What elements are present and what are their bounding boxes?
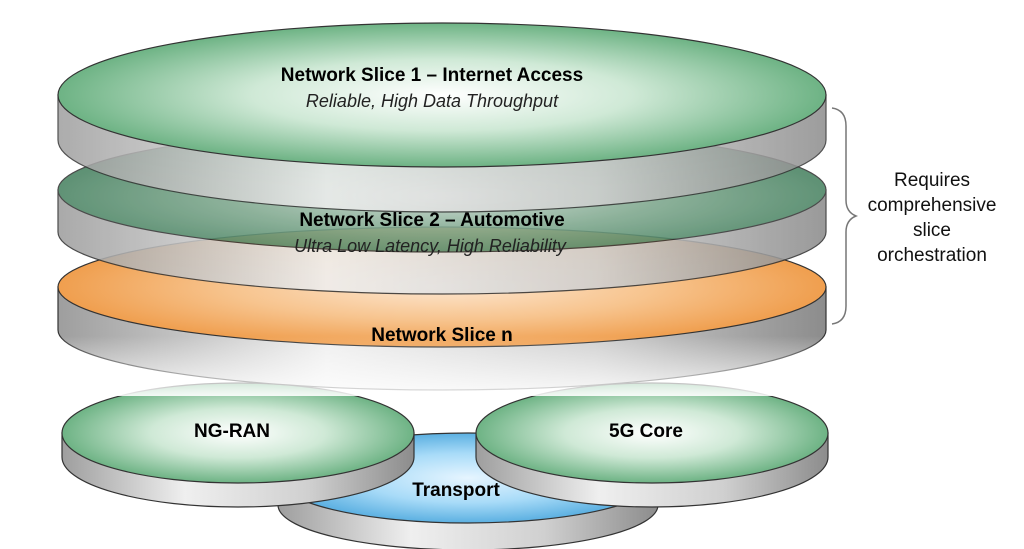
slice-1-title: Network Slice 1 – Internet Access bbox=[281, 65, 583, 86]
bracket bbox=[831, 107, 859, 325]
5g-core-label: 5G Core bbox=[609, 421, 683, 442]
note-line-1: Requires bbox=[894, 170, 970, 191]
note-line-2: comprehensive bbox=[868, 195, 997, 216]
slice-n-title: Network Slice n bbox=[371, 325, 513, 346]
slice-1-disk bbox=[57, 22, 827, 213]
5g-core-disk bbox=[475, 382, 829, 508]
slice-2-subtitle: Ultra Low Latency, High Reliability bbox=[294, 236, 567, 256]
note-line-4: orchestration bbox=[877, 245, 987, 266]
note-line-3: slice bbox=[913, 220, 951, 241]
ng-ran-label: NG-RAN bbox=[194, 421, 270, 442]
transport-label: Transport bbox=[412, 480, 500, 501]
ng-ran-disk bbox=[61, 382, 415, 508]
slice-1-subtitle: Reliable, High Data Throughput bbox=[306, 91, 559, 111]
slice-2-title: Network Slice 2 – Automotive bbox=[299, 210, 564, 231]
